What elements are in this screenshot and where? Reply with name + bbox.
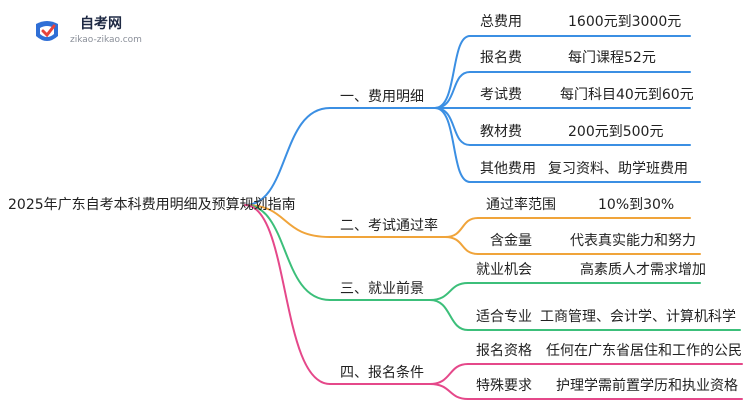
link-fee-other [434, 107, 471, 183]
root-link-career [244, 204, 331, 301]
item-value: 10%到30% [598, 197, 675, 213]
branch-career-prospects: 三、就业前景 [340, 281, 424, 297]
logo-url: zikao-zikao.com [70, 35, 142, 45]
root-link-fee [244, 107, 331, 206]
item-name: 含金量 [490, 233, 532, 249]
branch-apply-conditions: 四、报名条件 [340, 365, 424, 381]
root-topic: 2025年广东自考本科费用明细及预算规划指南 [8, 197, 296, 213]
logo-badge-icon [36, 21, 58, 41]
link-apply-special [429, 383, 469, 400]
item-value: 复习资料、助学班费用 [548, 161, 688, 177]
branch-fee-details: 一、费用明细 [340, 89, 424, 105]
root-link-apply [244, 204, 331, 385]
item-name: 特殊要求 [476, 378, 532, 394]
item-name: 总费用 [480, 14, 522, 30]
item-name: 考试费 [480, 87, 522, 103]
branch-pass-rate: 二、考试通过率 [340, 218, 438, 234]
item-value: 200元到500元 [568, 124, 664, 140]
item-name: 报名费 [480, 50, 522, 66]
item-value: 工商管理、会计学、计算机科学 [540, 309, 736, 325]
link-pass-range [444, 217, 479, 238]
link-apply-eligibility [429, 363, 469, 385]
root-link-passrate [244, 204, 331, 238]
item-name: 其他费用 [480, 161, 536, 177]
item-value: 任何在广东省居住和工作的公民 [546, 343, 742, 359]
item-name: 教材费 [480, 124, 522, 140]
item-value: 每门课程52元 [568, 50, 656, 66]
logo-title: 自考网 [80, 16, 122, 32]
item-value: 1600元到3000元 [568, 14, 682, 30]
link-career-major [429, 299, 469, 331]
link-fee-total [434, 35, 471, 109]
item-name: 通过率范围 [486, 197, 556, 213]
link-pass-value [444, 236, 479, 255]
link-fee-register [434, 71, 471, 109]
link-career-opportunity [429, 282, 469, 301]
item-name: 报名资格 [476, 343, 532, 359]
item-value: 护理学需前置学历和执业资格 [556, 378, 738, 394]
item-value: 高素质人才需求增加 [580, 262, 706, 278]
item-value: 每门科目40元到60元 [560, 87, 694, 103]
item-name: 就业机会 [476, 262, 532, 278]
site-logo[interactable]: 自考网 zikao-zikao.com [32, 14, 172, 50]
item-value: 代表真实能力和努力 [570, 233, 696, 249]
item-name: 适合专业 [476, 309, 532, 325]
